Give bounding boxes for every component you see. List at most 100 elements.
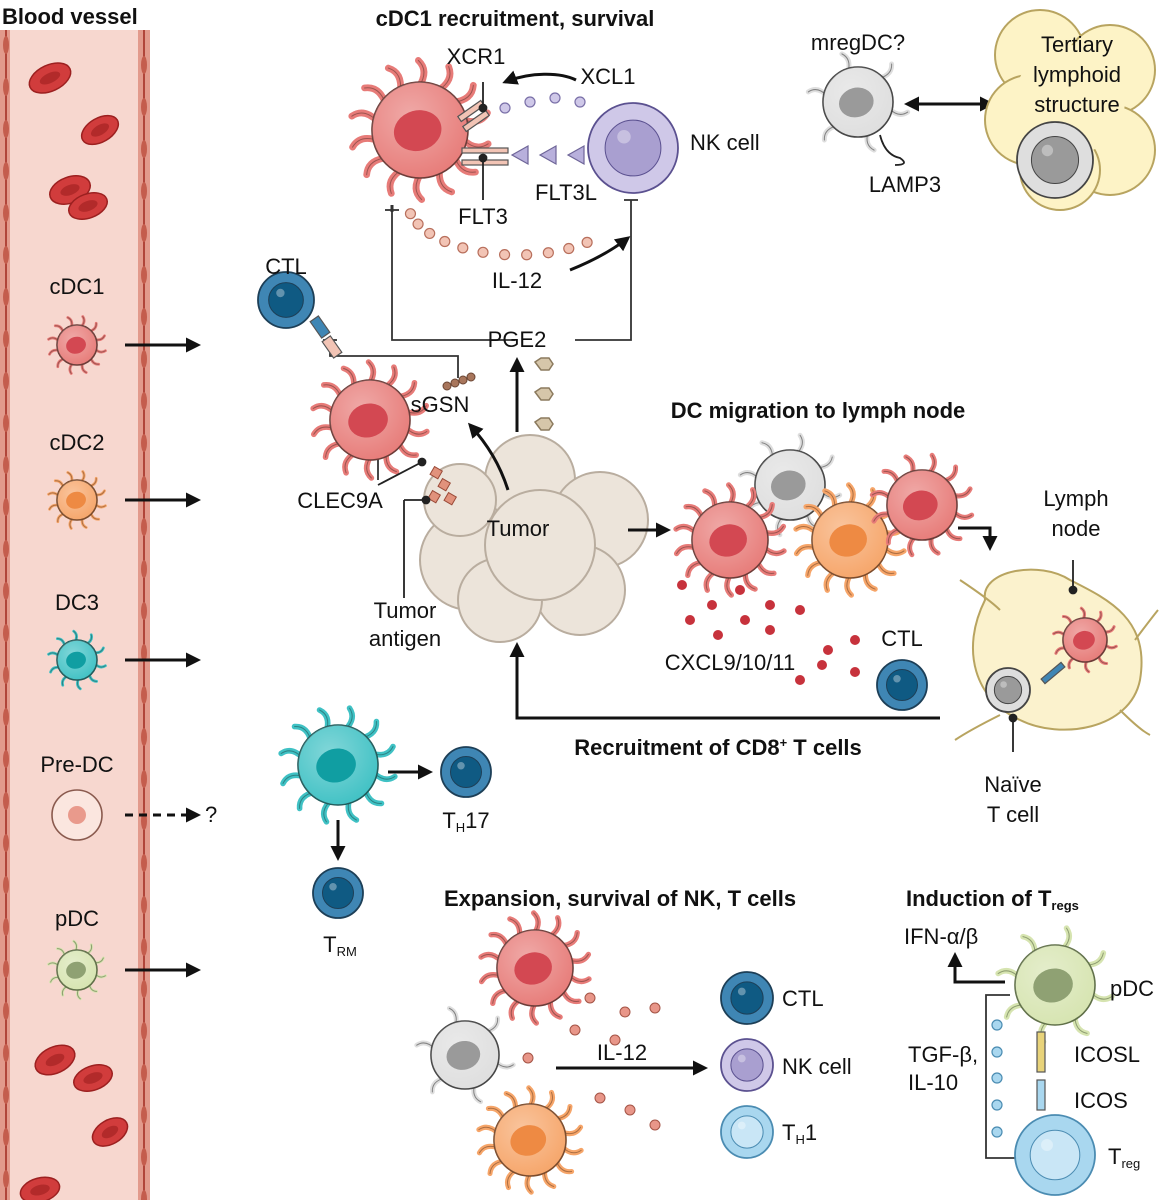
th17-sub: H: [455, 820, 466, 835]
label-cxcl: CXCL9/10/11: [664, 650, 796, 675]
label-trm: TRM: [323, 932, 357, 965]
cdc1-tumor-cell: [310, 359, 430, 481]
th1-sub: H: [795, 1132, 805, 1147]
question-mark: ?: [205, 802, 218, 827]
label-pdc-treg: pDC: [1110, 976, 1155, 1001]
label-icosl: ICOSL: [1074, 1042, 1141, 1067]
label-tumor: Tumor: [486, 516, 550, 541]
th1-post: 1: [804, 1120, 818, 1145]
label-tumor-antigen-1: Tumor: [373, 598, 437, 623]
label-tumor-antigen-2: antigen: [368, 626, 442, 651]
cells-layer: [257, 51, 1118, 1196]
label-nk-cell-top: NK cell: [690, 130, 760, 155]
label-pge2: PGE2: [487, 327, 547, 352]
pointer-lines: [377, 82, 1078, 752]
label-xcr1: XCR1: [446, 44, 506, 69]
label-flt3: FLT3: [458, 204, 508, 229]
ctl-top-left: [257, 271, 315, 329]
cxcl-dots: [677, 580, 860, 685]
red-blood-cells: [19, 62, 129, 1200]
label-pre-dc: Pre-DC: [40, 752, 114, 777]
label-dc3: DC3: [54, 590, 100, 615]
cdc1-lymph-node-cell: [1052, 606, 1118, 674]
vessel-cdc2-cell: [47, 470, 107, 530]
label-lamp3: LAMP3: [868, 172, 942, 197]
label-th1: TH1: [782, 1120, 817, 1153]
receptors: [309, 99, 1066, 1111]
tumor-mass: [419, 434, 649, 643]
tgf-inhibition-line: [985, 994, 1018, 1159]
pathway-arrows: [330, 70, 1005, 1076]
ctl-migration: [876, 659, 928, 711]
blood-vessel-title: Blood vessel: [2, 4, 138, 29]
mregdc-cell: [805, 51, 911, 153]
tgf-dots: [991, 1019, 1003, 1138]
th17-main: T: [442, 808, 456, 833]
vessel-cdc1-cell: [47, 315, 107, 375]
cdc1-migrating-cell: [673, 482, 787, 598]
th1-main: T: [782, 1120, 796, 1145]
treg-main: T: [1108, 1144, 1122, 1169]
label-ctl-bottom: CTL: [782, 986, 824, 1011]
label-naive-2: T cell: [986, 802, 1040, 827]
label-ctl-left: CTL: [265, 254, 307, 279]
label-ctl-mid: CTL: [881, 626, 923, 651]
label-icos: ICOS: [1074, 1088, 1128, 1113]
lymph-node: [954, 568, 1159, 741]
pdc-treg-cell: [995, 925, 1115, 1045]
label-tgf-1: TGF-β,: [908, 1042, 979, 1067]
label-il12-bottom: IL-12: [596, 1040, 648, 1065]
label-th17: TH17: [442, 808, 489, 841]
blood-vessel: [0, 30, 150, 1200]
ctl-expansion: [720, 971, 774, 1025]
treg-title-sub: regs: [1051, 898, 1079, 913]
vessel-dc3-cell: [47, 629, 107, 691]
treg-title: Induction of Tregs: [906, 886, 1079, 919]
label-cdc1: cDC1: [49, 274, 105, 299]
cdc1-expansion-cell: [478, 910, 592, 1026]
vessel-pdc-cell: [47, 939, 107, 1001]
sgsn-beads: [442, 372, 476, 391]
grey-expansion-cell: [414, 1005, 516, 1105]
th1-cell: [720, 1105, 774, 1159]
label-lymph-1: Lymph: [1043, 486, 1109, 511]
label-ifn: IFN-α/β: [904, 924, 979, 949]
label-cdc2: cDC2: [49, 430, 105, 455]
treg-title-main: Induction of T: [906, 886, 1052, 911]
extravasation-arrows: [125, 337, 201, 978]
recruitment-sup: +: [779, 735, 788, 750]
label-il12-top: IL-12: [491, 268, 543, 293]
recruitment-title: Recruitment of CD8+ T cells: [574, 730, 862, 761]
naive-t-cell: [985, 667, 1031, 713]
label-clec9a: CLEC9A: [297, 488, 383, 513]
label-tls-3: structure: [1034, 92, 1120, 117]
cdc2-expansion-cell: [476, 1085, 584, 1195]
th17-post: 17: [465, 808, 490, 833]
trm-main: T: [323, 932, 337, 957]
trm-sub: RM: [336, 944, 357, 959]
label-treg: Treg: [1108, 1144, 1140, 1177]
tumor-antigen: [427, 465, 458, 506]
expansion-il12-dots: [522, 992, 661, 1131]
xcl1-dots: [499, 92, 586, 114]
vessel-wall-nuclei: [3, 36, 147, 1200]
il12-dots: [404, 208, 593, 261]
tls-grey-cell: [1016, 121, 1094, 199]
label-tls-2: lymphoid: [1032, 62, 1122, 87]
recruitment-text-end: T cells: [787, 735, 862, 760]
flt3l-triangles: [510, 144, 585, 166]
th17-cell: [440, 746, 492, 798]
vessel-dc-cells: [47, 315, 107, 1001]
vessel-pre-dc-cell: [51, 789, 103, 841]
label-tgf-2: IL-10: [908, 1070, 959, 1095]
nk-cell-top: [587, 102, 679, 194]
label-nk-bottom: NK cell: [782, 1054, 852, 1079]
recruitment-text: Recruitment of CD8: [574, 735, 780, 760]
label-lymph-2: node: [1051, 516, 1101, 541]
label-naive-1: Naïve: [984, 772, 1042, 797]
label-tls-1: Tertiary: [1040, 32, 1114, 57]
trm-cell: [312, 867, 364, 919]
migration-title: DC migration to lymph node: [670, 398, 966, 423]
cdc1-section-title: cDC1 recruitment, survival: [375, 6, 655, 31]
